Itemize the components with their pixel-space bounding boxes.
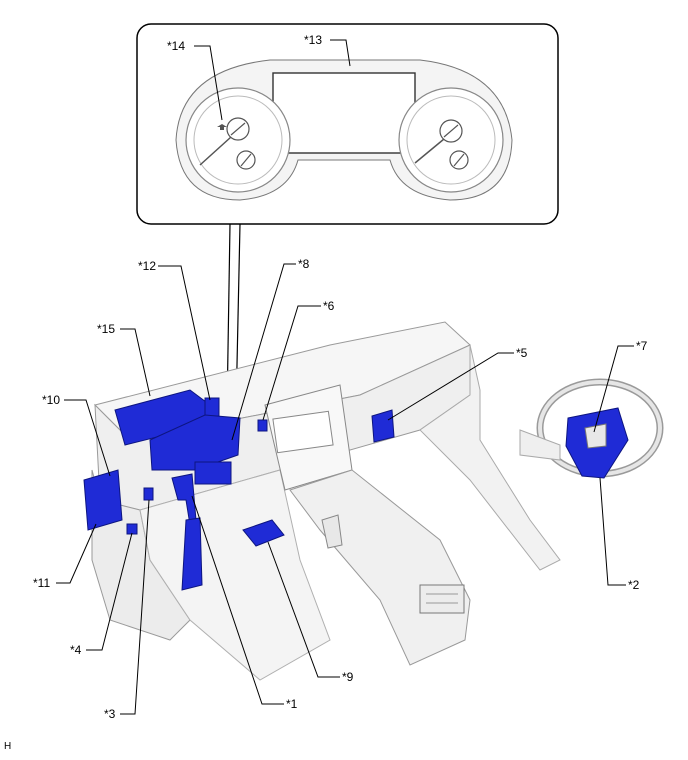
- callout-5: *5: [516, 346, 528, 360]
- rear-vents: [420, 585, 464, 613]
- leader-15: [120, 329, 150, 396]
- component-1-pedal: [182, 518, 202, 590]
- callout-8: *8: [298, 257, 310, 271]
- shift-lever: [322, 515, 342, 548]
- figure-code: H: [4, 741, 11, 752]
- callout-12: *12: [138, 259, 156, 273]
- callout-3: *3: [104, 707, 116, 721]
- leader-11: [56, 524, 96, 583]
- callout-1: *1: [286, 697, 298, 711]
- callout-9: *9: [342, 670, 354, 684]
- callout-15: *15: [97, 322, 115, 336]
- component-4: [127, 524, 137, 534]
- callout-4: *4: [70, 643, 82, 657]
- callout-10: *10: [42, 393, 60, 407]
- callout-6: *6: [323, 299, 335, 313]
- callout-14: *14: [167, 39, 185, 53]
- leader-2: [600, 478, 626, 585]
- callout-13: *13: [304, 33, 322, 47]
- component-3: [144, 488, 153, 500]
- vehicle-interior: [84, 322, 560, 680]
- steering-wheel-group: [520, 382, 660, 478]
- callout-2: *2: [628, 578, 640, 592]
- multi-info-display: [273, 73, 415, 153]
- component-5: [372, 410, 394, 442]
- callout-11: *11: [33, 576, 50, 590]
- meter-lower-module: [195, 462, 231, 484]
- component-11-ecu: [84, 470, 122, 530]
- callout-7: *7: [636, 339, 648, 353]
- component-6: [258, 420, 267, 431]
- component-12: [205, 398, 219, 416]
- center-display: [273, 411, 333, 452]
